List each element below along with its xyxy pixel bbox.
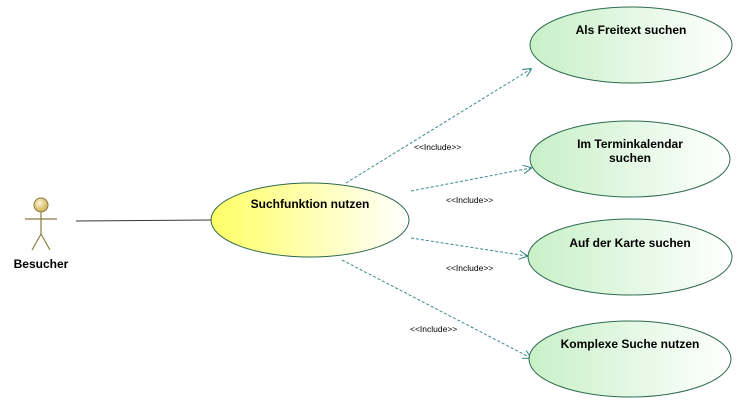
use-case-komplexe-suche[interactable]: Komplexe Suche nutzen [528, 320, 732, 398]
use-case-label-2b: suchen [609, 151, 651, 165]
use-case-main[interactable]: Suchfunktion nutzen [210, 182, 410, 258]
include-arrow-2 [410, 168, 531, 192]
use-case-label-3: Auf der Karte suchen [569, 236, 690, 250]
include-arrow-4 [341, 259, 531, 358]
actor-leg-left [31, 233, 42, 251]
use-case-ellipse-4 [528, 320, 732, 398]
use-case-terminkalendar[interactable]: Im Terminkalendar suchen [529, 120, 731, 198]
use-case-label-2a: Im Terminkalendar [577, 137, 683, 151]
use-case-main-label: Suchfunktion nutzen [251, 197, 370, 211]
use-case-freitext[interactable]: Als Freitext suchen [529, 6, 733, 84]
actor-head-icon [33, 197, 49, 213]
include-label-4: <<Include>> [410, 324, 457, 334]
include-relation-3[interactable]: <<Include>> [410, 237, 527, 273]
include-label-3: <<Include>> [446, 263, 493, 273]
use-case-main-ellipse [210, 182, 410, 258]
use-case-label-1: Als Freitext suchen [576, 23, 687, 37]
include-label-1: <<Include>> [414, 142, 461, 152]
include-relation-1[interactable]: <<Include>> [345, 69, 531, 184]
association-line [75, 219, 212, 222]
use-case-ellipse-2 [529, 120, 731, 198]
use-case-ellipse-3 [527, 218, 733, 296]
include-label-2: <<Include>> [446, 195, 493, 205]
include-arrow-1 [345, 69, 531, 184]
actor-label: Besucher [14, 257, 69, 271]
include-relation-4[interactable]: <<Include>> [341, 259, 531, 358]
actor-besucher[interactable]: Besucher [14, 197, 69, 271]
actor-leg-right [40, 233, 51, 251]
include-arrow-3 [410, 237, 527, 256]
use-case-karte[interactable]: Auf der Karte suchen [527, 218, 733, 296]
use-case-label-4: Komplexe Suche nutzen [561, 337, 700, 351]
use-case-ellipse-1 [529, 6, 733, 84]
include-relation-2[interactable]: <<Include>> [410, 168, 531, 205]
